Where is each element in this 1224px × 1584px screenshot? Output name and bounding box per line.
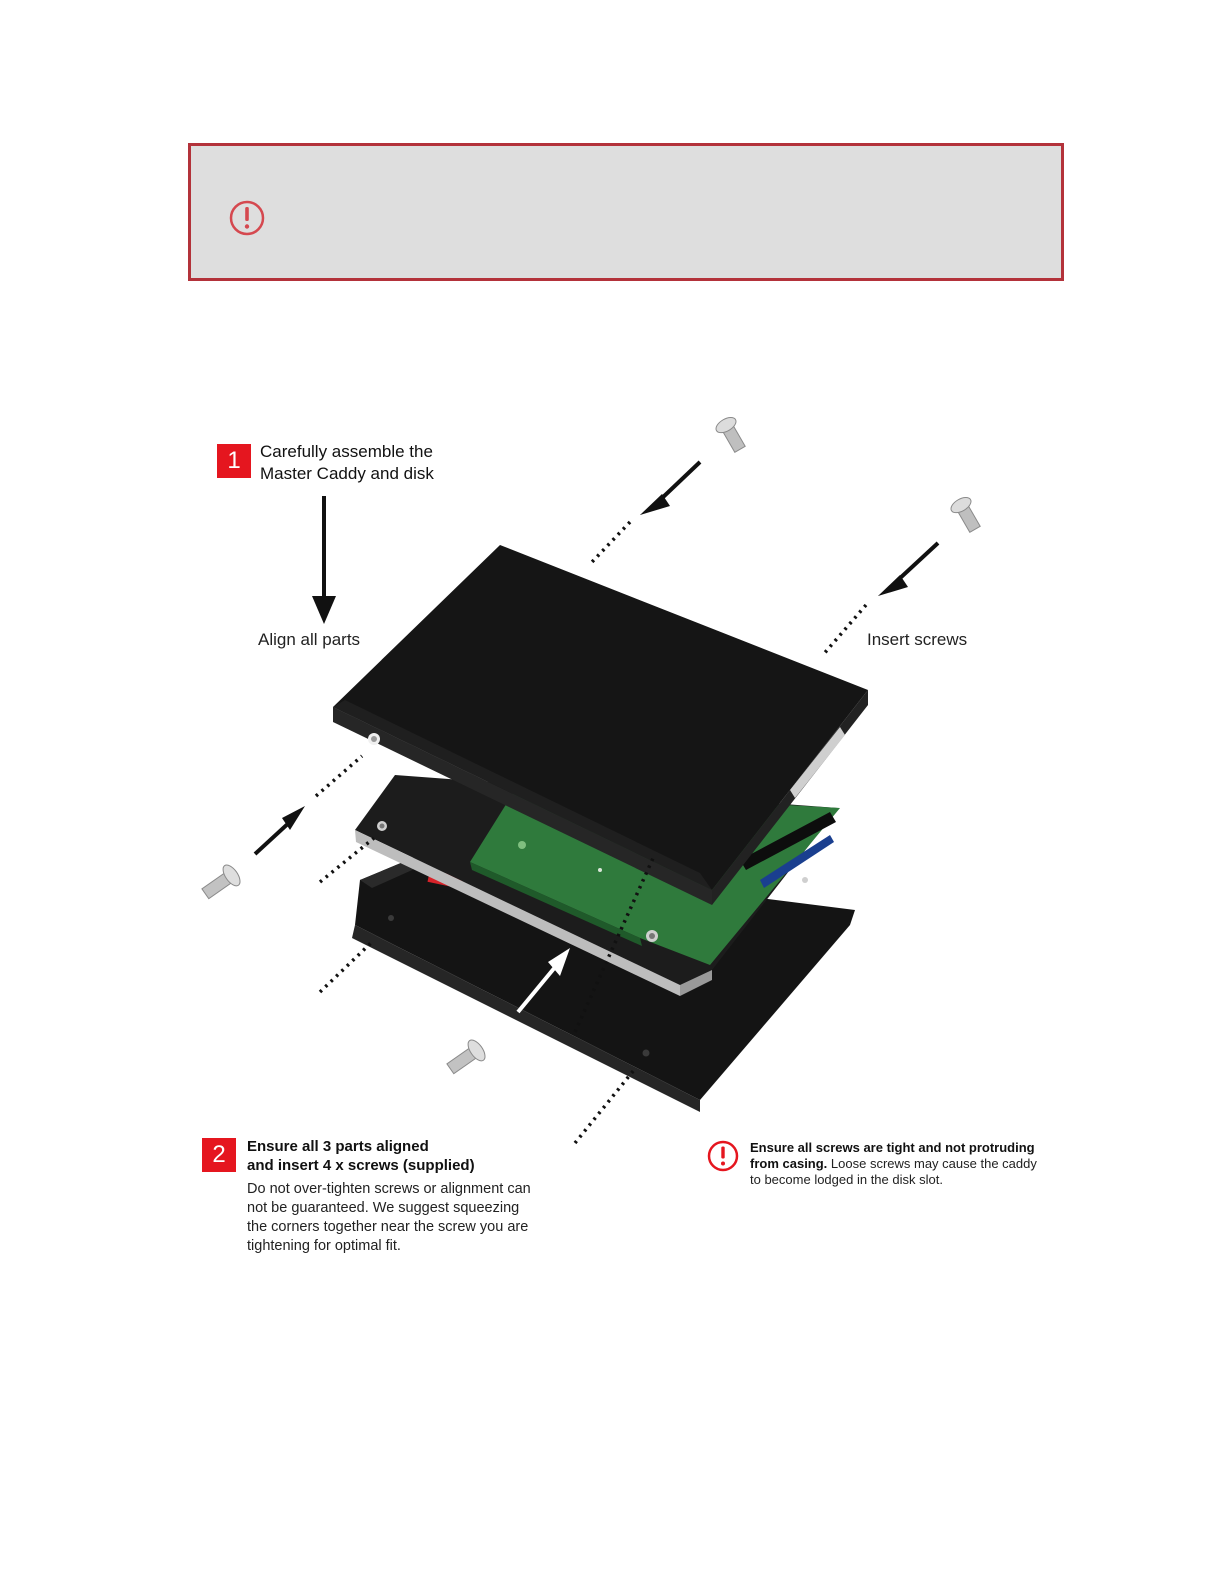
note-line-2-rest: Loose screws may cause the caddy [827, 1156, 1037, 1171]
screw-left [201, 864, 241, 900]
insert-screws-label: Insert screws [867, 630, 968, 649]
screw-top-center [715, 417, 746, 454]
step-1-text: Carefully assemble the Master Caddy and … [260, 441, 434, 485]
step-2-body-line-2: not be guaranteed. We suggest squeezing [247, 1200, 520, 1216]
screw-bottom [446, 1039, 486, 1075]
align-parts-label: Align all parts [258, 630, 361, 649]
step-2-body: Do not over-tighten screws or alignment … [247, 1180, 567, 1256]
align-arrow [312, 496, 336, 624]
step-1-line-1: Carefully assemble the [260, 442, 433, 461]
screw-top-right [950, 497, 981, 534]
step-2-body-line-3: the corners together near the screw you … [247, 1219, 529, 1235]
step-2-title-line-2: and insert 4 x screws (supplied) [247, 1157, 475, 1174]
warning-box [188, 143, 1064, 281]
exclamation-circle-icon [229, 200, 265, 236]
step-2-badge: 2 [202, 1138, 236, 1172]
step-1-line-2: Master Caddy and disk [260, 464, 434, 483]
step-1-badge: 1 [217, 444, 251, 478]
note-line-3: to become lodged in the disk slot. [750, 1172, 943, 1187]
top-caddy-lid [333, 545, 868, 905]
step-2-body-line-1: Do not over-tighten screws or alignment … [247, 1181, 531, 1197]
step-2-title: Ensure all 3 parts aligned and insert 4 … [247, 1137, 475, 1175]
screw-note: Ensure all screws are tight and not prot… [750, 1140, 1060, 1188]
step-2-title-line-1: Ensure all 3 parts aligned [247, 1138, 429, 1155]
step-2-body-line-4: tightening for optimal fit. [247, 1238, 401, 1254]
note-bold-line-1: Ensure all screws are tight and not prot… [750, 1140, 1035, 1155]
exclamation-circle-icon [707, 1140, 739, 1172]
note-bold-line-2: from casing. [750, 1156, 828, 1171]
assembly-diagram [201, 417, 981, 1145]
